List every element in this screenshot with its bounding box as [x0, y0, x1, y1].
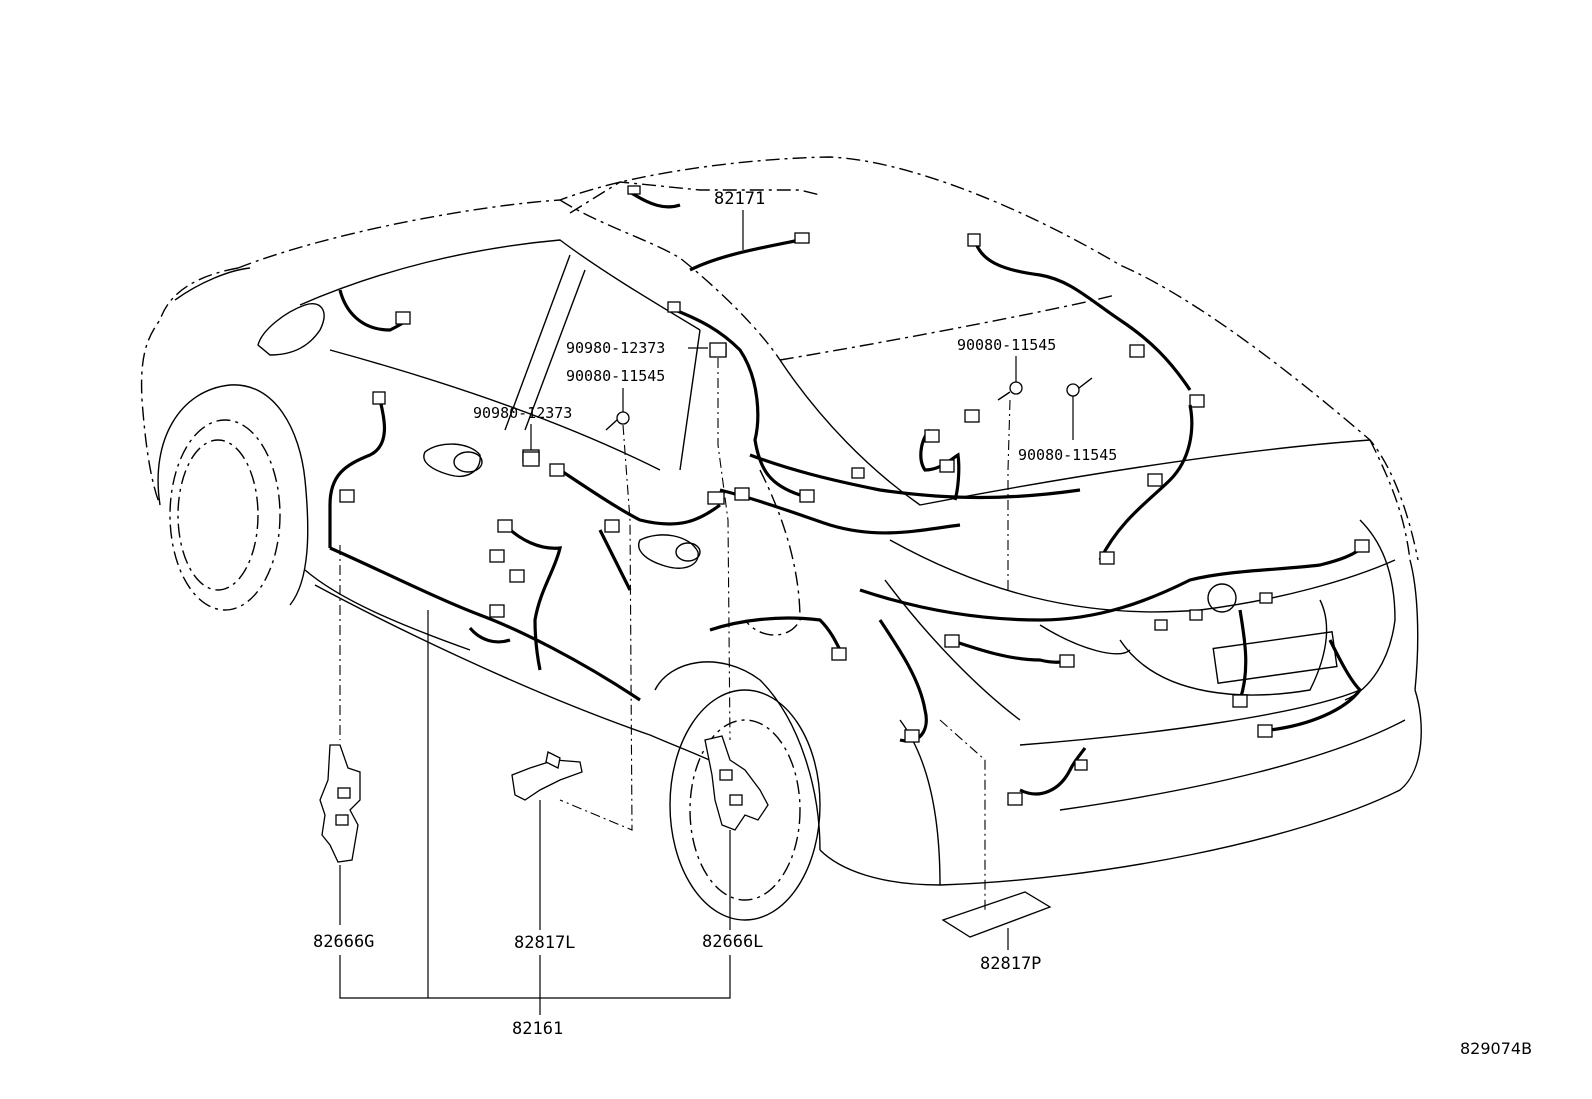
label-82171: 82171	[714, 189, 765, 209]
clamp-90980-a	[709, 342, 727, 358]
protector-82817L	[511, 751, 583, 801]
bolt-90080-b	[997, 381, 1023, 401]
protector-82666L	[704, 735, 769, 831]
reference-code: 829074B	[1460, 1039, 1532, 1058]
protector-82666G	[319, 744, 361, 863]
label-90080-11545-right-lower: 90080-11545	[1018, 446, 1117, 464]
clamp-90980-b	[522, 451, 540, 467]
wire-harness-front-door	[328, 289, 641, 702]
label-90080-11545-left: 90080-11545	[566, 367, 665, 385]
label-82817L: 82817L	[514, 933, 575, 953]
wire-harness-rear-door	[489, 449, 721, 671]
wire-harness-floor	[667, 301, 1081, 661]
label-90080-11545-right-top: 90080-11545	[957, 336, 1056, 354]
leader-lines	[339, 210, 1074, 1015]
part-labels: 82171 90980-12373 90080-11545 90980-1237…	[313, 189, 1532, 1058]
wire-harness-trunk	[859, 233, 1370, 806]
label-82161: 82161	[512, 1019, 563, 1039]
label-82666L: 82666L	[702, 932, 763, 952]
wire-harness-82171	[627, 185, 810, 272]
car-body-outline	[140, 156, 1422, 921]
label-90980-12373-lower: 90980-12373	[473, 404, 572, 422]
label-82666G: 82666G	[313, 932, 374, 952]
bolt-90080-a	[605, 411, 630, 431]
protector-82817P	[941, 891, 1052, 938]
label-82817P: 82817P	[980, 954, 1041, 974]
label-90980-12373-upper: 90980-12373	[566, 339, 665, 357]
bolt-90080-c	[1066, 377, 1093, 397]
